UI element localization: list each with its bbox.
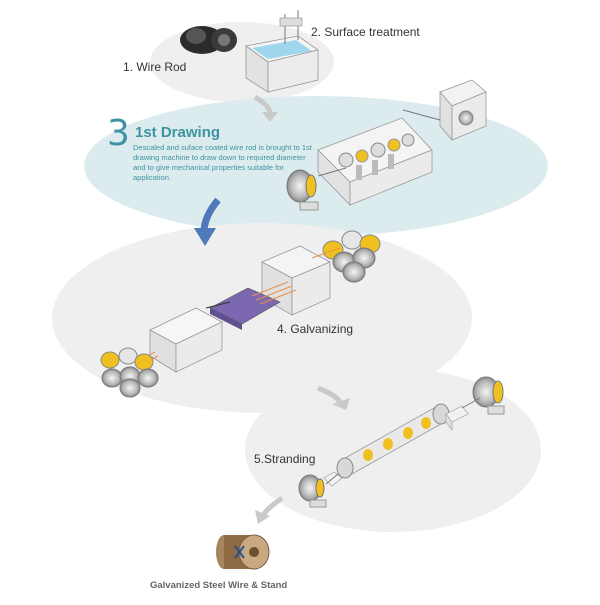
arrow-step-4-to-5 [317, 385, 343, 404]
step-description-drawing: Descaled and suface coated wire rod is b… [133, 143, 312, 182]
wire-drum-icon [216, 534, 270, 570]
step-title-drawing: 1st Drawing [135, 124, 221, 141]
stage-ellipse-4 [52, 223, 472, 413]
arrow-step-5-to-final [261, 495, 284, 516]
step-label-galvanizing: 4. Galvanizing [277, 322, 354, 336]
galvanizing-line [134, 245, 341, 373]
step-label-surface-treatment: 2. Surface treatment [311, 25, 420, 39]
stage-ellipse-3 [84, 96, 548, 236]
arrow-step-3-to-4 [194, 197, 221, 246]
step-label-wire-rod: 1. Wire Rod [123, 60, 187, 74]
drawing-machine [286, 79, 487, 211]
step-number-3: 3 [107, 113, 130, 154]
stranding-machine [298, 376, 505, 508]
final-product-label: Galvanized Steel Wire & Stand [150, 580, 288, 591]
coil-pile-galv-in [100, 347, 159, 398]
surface-treatment-tank [245, 10, 319, 93]
step-label-stranding: 5.Stranding [254, 452, 316, 466]
wire-rod-coils [180, 26, 237, 54]
coil-pile-galv-out [322, 230, 381, 283]
